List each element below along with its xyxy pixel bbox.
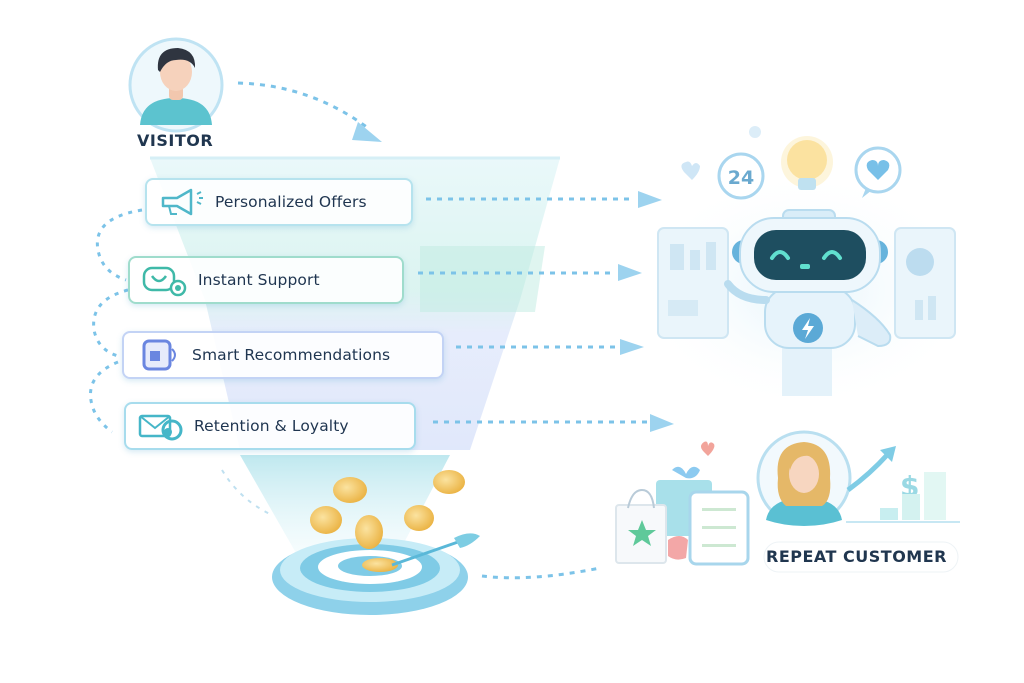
- recommendation-card-icon: [136, 339, 180, 371]
- visitor-arrowhead: [352, 122, 382, 142]
- stage-card-retention-loyalty[interactable]: Retention & Loyalty: [124, 402, 416, 450]
- stage-label: Personalized Offers: [215, 193, 367, 211]
- lightbulb-icon: [781, 136, 833, 190]
- customer-label-pill: [763, 541, 959, 573]
- stage-label: Instant Support: [198, 271, 320, 289]
- heart-chat-icon: [854, 146, 902, 198]
- decor-bubble: [749, 126, 761, 138]
- megaphone-icon: [159, 186, 203, 218]
- funnel-spout: [240, 455, 450, 560]
- svg-text:24: 24: [728, 167, 754, 189]
- stage-label: Smart Recommendations: [192, 346, 391, 364]
- visitor-label: VISITOR: [137, 131, 214, 150]
- visitor-arrow-line: [237, 81, 369, 130]
- stage-label: Retention & Loyalty: [194, 417, 349, 435]
- small-heart-icon: [681, 161, 700, 180]
- visitor-avatar: [124, 33, 228, 137]
- shopping-items: [615, 441, 750, 566]
- stage-card-personalized-offers[interactable]: Personalized Offers: [145, 178, 413, 226]
- dashboard-panel-right: [894, 227, 956, 339]
- target-with-coins: [272, 470, 480, 615]
- ai-robot: [635, 170, 975, 410]
- 24-7-badge: 24: [717, 152, 765, 200]
- stage-card-smart-recommendations[interactable]: Smart Recommendations: [122, 331, 444, 379]
- stage-arrows: [418, 191, 674, 432]
- dashboard-panel-left: [657, 227, 729, 339]
- outcome-arrow-line: [481, 566, 601, 580]
- chat-support-icon: [142, 264, 187, 297]
- email-refresh-icon: [138, 410, 183, 442]
- heart-icon: [701, 441, 715, 456]
- growth-chart-icon: $: [846, 446, 960, 523]
- customer-avatar: [756, 430, 852, 526]
- decor-dashes: [221, 469, 273, 516]
- repeat-customer-label: REPEAT CUSTOMER: [766, 547, 947, 566]
- left-connectors: [89, 208, 143, 434]
- stage-card-instant-support[interactable]: Instant Support: [128, 256, 404, 304]
